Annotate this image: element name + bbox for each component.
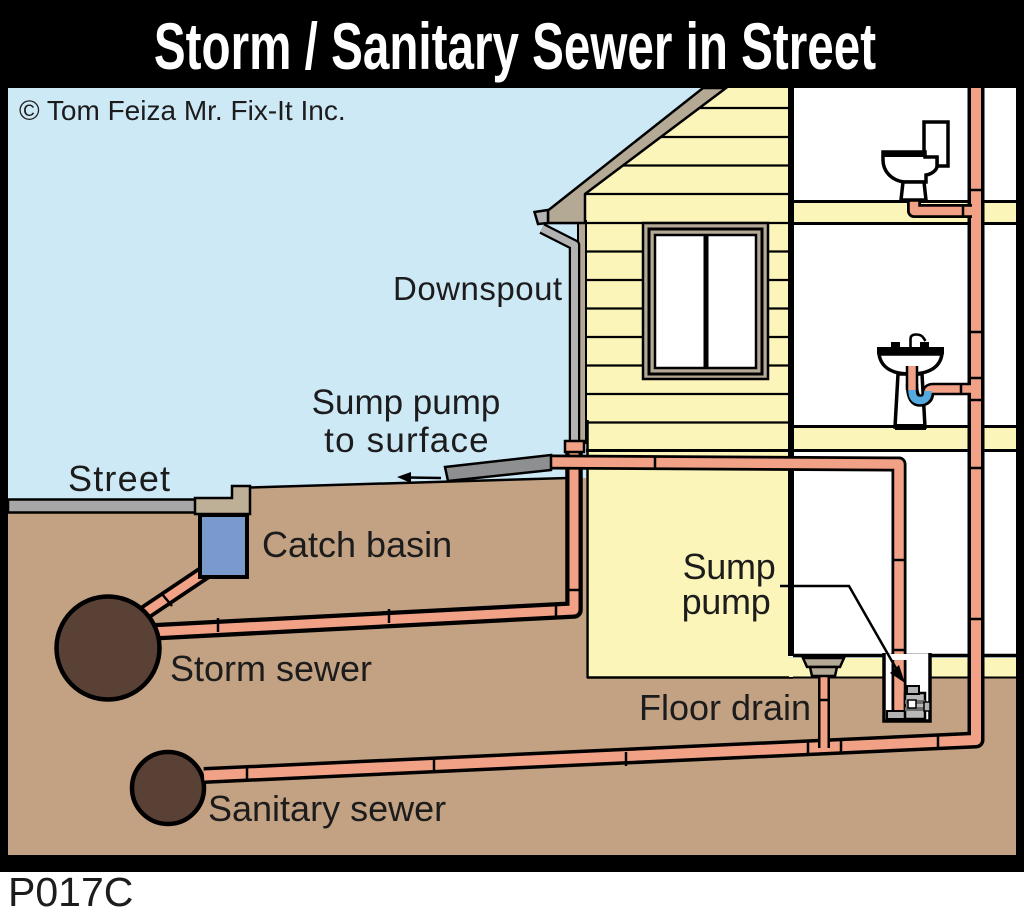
svg-text:Downspout: Downspout (393, 270, 563, 307)
svg-text:Storm sewer: Storm sewer (170, 648, 372, 689)
svg-text:Sump pump: Sump pump (312, 383, 501, 422)
svg-text:Floor drain: Floor drain (639, 687, 811, 728)
svg-text:Storm / Sanitary Sewer in Stre: Storm / Sanitary Sewer in Street (154, 11, 876, 84)
svg-text:Street: Street (68, 458, 171, 499)
svg-text:© Tom Feiza Mr. Fix-It Inc.: © Tom Feiza Mr. Fix-It Inc. (19, 95, 346, 126)
svg-text:pump: pump (682, 581, 771, 622)
svg-text:to surface: to surface (324, 421, 490, 460)
svg-text:Catch basin: Catch basin (262, 524, 452, 565)
svg-text:Sump: Sump (683, 546, 776, 587)
svg-text:P017C: P017C (8, 869, 133, 910)
svg-text:Sanitary sewer: Sanitary sewer (208, 788, 446, 829)
